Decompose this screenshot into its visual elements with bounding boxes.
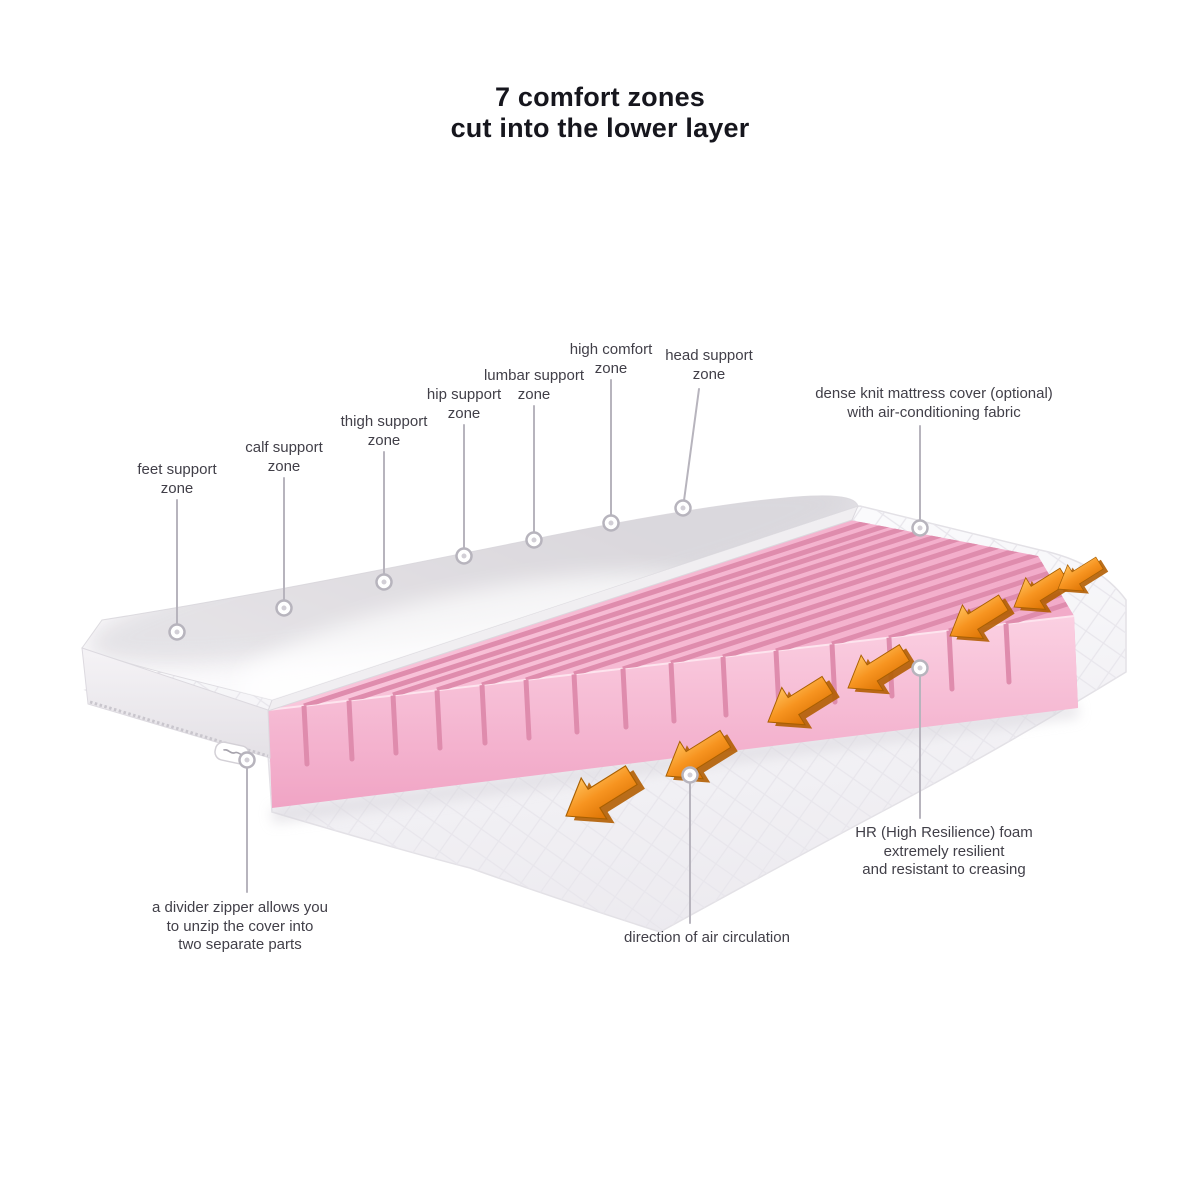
pin-air (681, 766, 699, 784)
pin-high-comfort (602, 514, 620, 532)
pin-calf (275, 599, 293, 617)
pin-hip (455, 547, 473, 565)
pin-head (674, 499, 692, 517)
label-air-circulation: direction of air circulation (624, 929, 790, 946)
pin-zipper (238, 751, 256, 769)
label-mattress-cover: dense knit mattress cover (optional) wit… (815, 385, 1053, 421)
leader-head (682, 388, 700, 509)
pin-cover (911, 519, 929, 537)
pin-feet (168, 623, 186, 641)
pin-lumbar (525, 531, 543, 549)
leader-lines-and-pins (168, 379, 929, 924)
pin-hr-foam (911, 659, 929, 677)
label-head-support-zone: head support zone (665, 347, 753, 383)
cover-side-face (81, 647, 271, 759)
label-high-comfort-zone: high comfort zone (569, 341, 653, 377)
pin-thigh (375, 573, 393, 591)
diagram-title: 7 comfort zones cut into the lower layer (450, 82, 750, 143)
label-lumbar-support-zone: lumbar support zone (483, 367, 585, 403)
label-feet-support-zone: feet support zone (137, 461, 217, 497)
label-hip-support-zone: hip support zone (426, 386, 502, 422)
label-hr-foam: HR (High Resilience) foam extremely resi… (855, 824, 1033, 878)
label-calf-support-zone: calf support zone (245, 439, 323, 475)
label-thigh-support-zone: thigh support zone (340, 413, 428, 449)
label-divider-zipper: a divider zipper allows you to unzip the… (152, 899, 328, 953)
